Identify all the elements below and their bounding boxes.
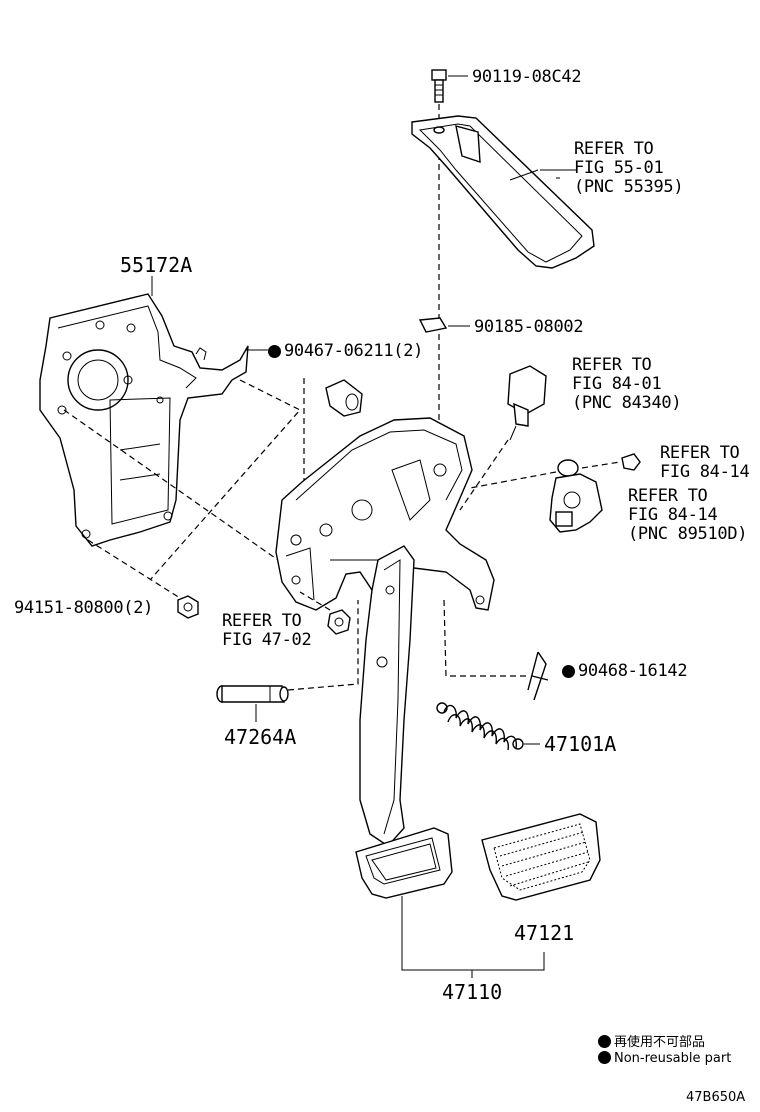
bottom-callout-lines bbox=[401, 896, 545, 978]
label-nut-90185: 90185-08002 bbox=[474, 317, 584, 337]
stop-lamp-switch bbox=[459, 365, 547, 511]
non-reusable-dot-icon bbox=[268, 345, 281, 358]
dash-bracket-a bbox=[149, 379, 301, 581]
label-pedal-47110: 47110 bbox=[442, 980, 503, 1004]
nut-94151 bbox=[177, 595, 199, 619]
legend-dot-icon bbox=[598, 1051, 611, 1064]
label-clip-90468-text: 90468-16142 bbox=[578, 661, 688, 681]
nut-refer-4702 bbox=[327, 609, 351, 635]
label-bolt-90119: 90119-08C42 bbox=[472, 67, 582, 87]
label-refer-8414b-l1: REFER TO bbox=[628, 486, 708, 506]
pedal-plate bbox=[355, 827, 453, 899]
clip-90468 bbox=[443, 599, 549, 701]
label-refer-5501-l2: FIG 55-01 bbox=[574, 158, 664, 178]
label-pad-47121: 47121 bbox=[514, 921, 575, 945]
label-refer-8414a-l1: REFER TO bbox=[660, 443, 740, 463]
label-refer-8414b-l3: (PNC 89510D) bbox=[628, 524, 748, 544]
label-refer-8414a-l2: FIG 84-14 bbox=[660, 462, 750, 482]
non-reusable-dot-icon bbox=[562, 665, 575, 678]
label-refer-8401-l2: FIG 84-01 bbox=[572, 374, 662, 394]
legend-en-text: Non-reusable part bbox=[614, 1051, 732, 1066]
label-refer-4702-l2: FIG 47-02 bbox=[222, 630, 312, 650]
label-refer-5501-l1: REFER TO bbox=[574, 139, 654, 159]
legend-dot-icon bbox=[598, 1035, 611, 1048]
pedal-pad bbox=[481, 813, 601, 901]
label-refer-4702-l1: REFER TO bbox=[222, 611, 302, 631]
spring-47101a bbox=[436, 702, 540, 751]
upper-bracket bbox=[411, 115, 595, 269]
pedal-arm bbox=[359, 545, 415, 847]
bracket-55172a bbox=[39, 293, 249, 547]
pedal-support-bracket bbox=[275, 417, 495, 611]
legend-jp-text: 再使用不可部品 bbox=[614, 1035, 706, 1050]
dash-refer-4702 bbox=[299, 591, 331, 611]
label-nut-90467: 90467-06211(2) bbox=[268, 342, 423, 361]
label-nut-94151: 94151-80800(2) bbox=[14, 598, 154, 618]
bolt-90119 bbox=[431, 69, 468, 103]
pin-47264a bbox=[216, 600, 359, 722]
legend-en: Non-reusable part bbox=[598, 1051, 731, 1066]
label-refer-8401-l3: (PNC 84340) bbox=[572, 393, 682, 413]
label-clip-90468: 90468-16142 bbox=[562, 661, 688, 681]
connector-90467 bbox=[325, 379, 363, 417]
label-refer-8401-l1: REFER TO bbox=[572, 355, 652, 375]
label-nut-90467-text: 90467-06211(2) bbox=[284, 341, 424, 361]
figure-code: 47B650A bbox=[686, 1090, 746, 1105]
label-refer-8414b-l2: FIG 84-14 bbox=[628, 505, 718, 525]
nut-90185 bbox=[418, 317, 470, 333]
pedal-sensor bbox=[469, 453, 641, 533]
legend-jp: 再使用不可部品 bbox=[598, 1031, 705, 1050]
label-pin-47264a: 47264A bbox=[224, 725, 297, 749]
dash-bracket-b bbox=[63, 409, 279, 561]
label-spring-47101a: 47101A bbox=[544, 732, 617, 756]
label-bracket-55172a: 55172A bbox=[120, 253, 193, 277]
label-refer-5501-l3: (PNC 55395) bbox=[574, 177, 684, 197]
dash-bracket-c bbox=[87, 539, 181, 599]
